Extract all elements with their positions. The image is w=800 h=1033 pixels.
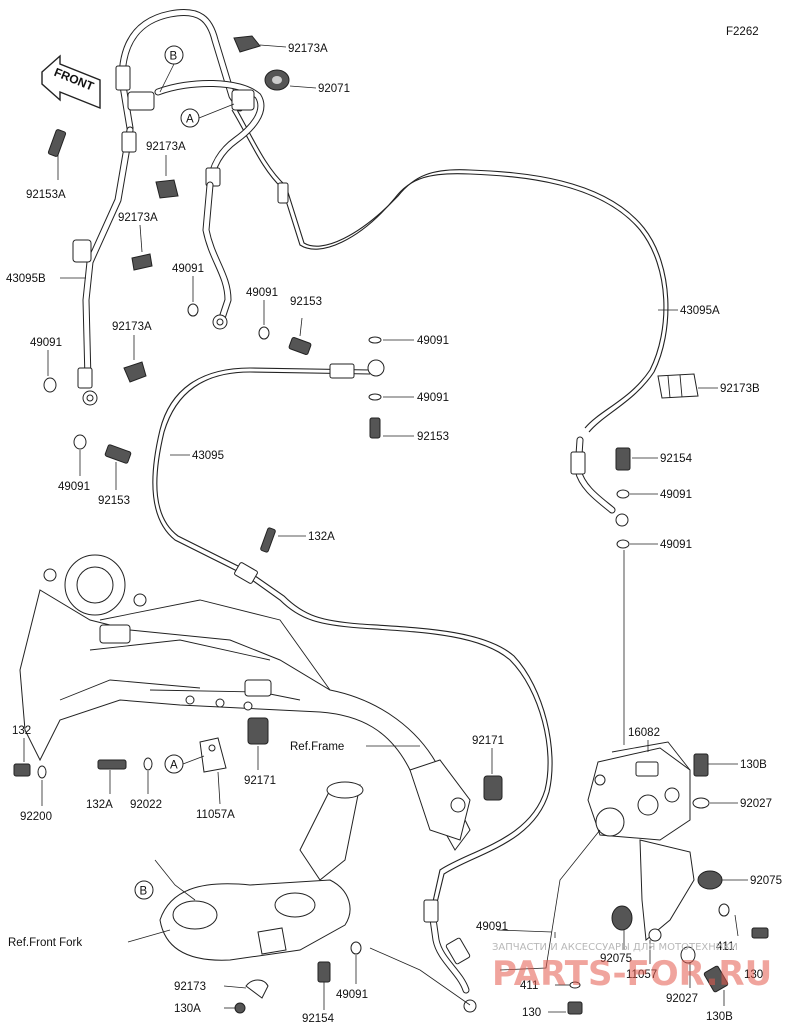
brake-hose-43095B xyxy=(72,126,137,406)
banjo-bolt xyxy=(369,417,381,439)
washer xyxy=(368,336,382,344)
watermark-tagline: ЗАПЧАСТИ И АКСЕССУАРЫ ДЛЯ МОТОТЕХНИКИ xyxy=(492,942,738,953)
label-92153: 92153 xyxy=(290,296,322,308)
label-49091: 49091 xyxy=(336,989,368,1001)
label-43095: 43095 xyxy=(192,450,224,462)
label-92171: 92171 xyxy=(244,775,276,787)
label-130A: 130A xyxy=(174,1003,201,1015)
diagram-code: F2262 xyxy=(726,26,759,38)
label-92154: 92154 xyxy=(660,453,693,465)
brake-hose-43095 xyxy=(152,363,553,1013)
label-92154: 92154 xyxy=(302,1013,335,1025)
label-130B: 130B xyxy=(740,759,767,771)
label-92173A: 92173A xyxy=(288,43,328,55)
front-fork-stem xyxy=(159,781,364,1014)
callouts: B A A B xyxy=(134,45,235,901)
part-labels: 92173A 92071 92153A 92173A 92173A 43095B… xyxy=(6,43,782,1025)
label-16082: 16082 xyxy=(628,727,660,739)
label-92153: 92153 xyxy=(417,431,449,443)
brake-hose-middle xyxy=(202,181,232,330)
label-92022: 92022 xyxy=(130,799,162,811)
label-92027: 92027 xyxy=(666,993,698,1005)
label-92075: 92075 xyxy=(750,875,782,887)
bracket-11057A xyxy=(13,737,227,779)
label-49091: 49091 xyxy=(246,287,278,299)
front-arrow-icon: FRONT xyxy=(41,54,101,110)
label-132A: 132A xyxy=(308,531,335,543)
label-11057: 11057 xyxy=(626,969,657,981)
label-49091: 49091 xyxy=(417,392,449,404)
label-92173: 92173 xyxy=(174,981,206,993)
label-ref-front-fork: Ref.Front Fork xyxy=(8,937,82,949)
leader-lines xyxy=(23,44,748,1013)
watermark: ЗАПЧАСТИ И АКСЕССУАРЫ ДЛЯ МОТОТЕХНИКИ PA… xyxy=(492,942,772,994)
callout-a-bottom: A xyxy=(170,760,178,772)
label-130B: 130B xyxy=(706,1011,733,1023)
abs-hydraulic-unit xyxy=(567,741,769,1015)
callout-a-top: A xyxy=(186,114,194,126)
label-43095B: 43095B xyxy=(6,273,46,285)
label-49091: 49091 xyxy=(58,481,90,493)
label-92075: 92075 xyxy=(600,953,632,965)
fittings xyxy=(43,35,699,553)
label-92153: 92153 xyxy=(98,495,130,507)
label-49091: 49091 xyxy=(172,263,204,275)
washer xyxy=(368,393,382,401)
banjo-fitting xyxy=(367,359,385,377)
label-49091: 49091 xyxy=(417,335,449,347)
brake-hose-upper-loop xyxy=(115,9,265,189)
label-92173B: 92173B xyxy=(720,383,760,395)
label-49091: 49091 xyxy=(30,337,62,349)
frame xyxy=(19,554,471,851)
grommets-92171 xyxy=(247,717,503,801)
callout-b-top: B xyxy=(170,51,178,63)
label-43095A: 43095A xyxy=(680,305,720,317)
label-411: 411 xyxy=(716,941,734,953)
label-132A: 132A xyxy=(86,799,113,811)
label-92171: 92171 xyxy=(472,735,504,747)
callout-b-bottom: B xyxy=(140,886,148,898)
label-49091: 49091 xyxy=(476,921,508,933)
watermark-brand: PARTS-FOR.RU xyxy=(492,954,772,994)
label-130: 130 xyxy=(744,969,763,981)
label-92027: 92027 xyxy=(740,798,772,810)
banjo-bolt xyxy=(288,337,312,355)
label-92173A: 92173A xyxy=(118,212,158,224)
label-49091: 49091 xyxy=(660,539,692,551)
label-132: 132 xyxy=(12,725,31,737)
label-130: 130 xyxy=(522,1007,541,1019)
label-92071: 92071 xyxy=(318,83,350,95)
label-92200: 92200 xyxy=(20,811,52,823)
label-49091: 49091 xyxy=(660,489,692,501)
label-92153A: 92153A xyxy=(26,189,66,201)
brake-hose-43095A xyxy=(231,107,669,527)
label-92173A: 92173A xyxy=(146,141,186,153)
label-11057A: 11057A xyxy=(196,809,235,821)
label-ref-frame: Ref.Frame xyxy=(290,741,344,753)
label-411: 411 xyxy=(520,980,538,992)
label-92173A: 92173A xyxy=(112,321,152,333)
